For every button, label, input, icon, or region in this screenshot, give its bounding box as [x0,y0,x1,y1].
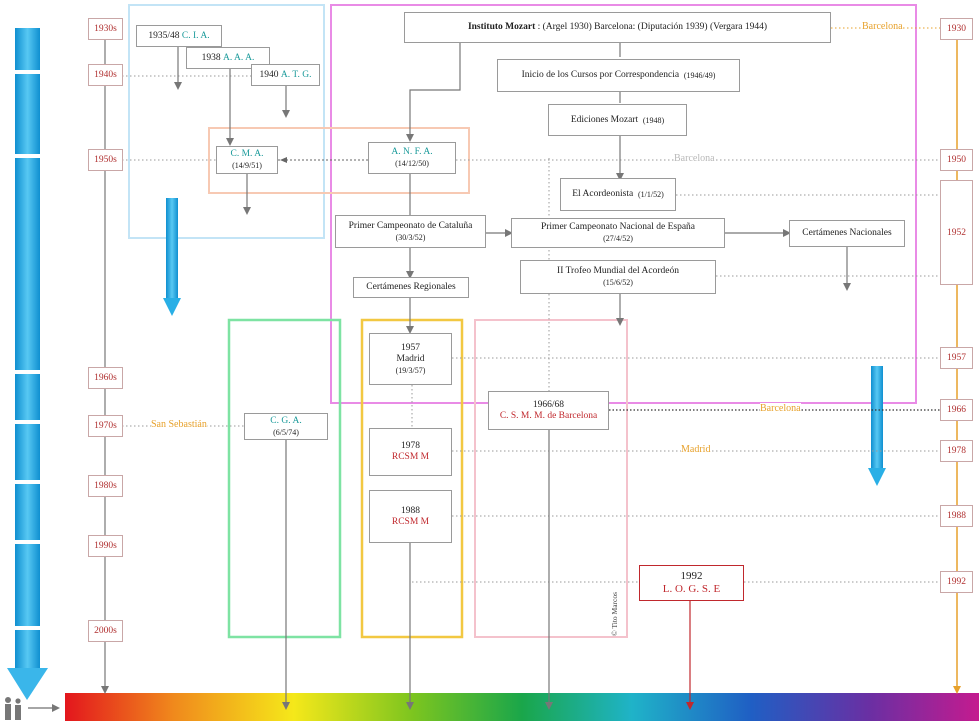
box-certamenes-nacionales: Certámenes Nacionales [789,220,905,247]
anfa-date: (14/12/50) [395,159,429,168]
box-campeonato-cataluna: Primer Campeonato de Cataluña (30/3/52) [335,215,486,248]
campeonato-cat-text: Primer Campeonato de Cataluña [348,220,473,231]
cia-name: C. I. A. [181,30,210,41]
box-csmm-barcelona: 1966/68 C. S. M. M. de Barcelona [488,391,609,430]
box-certamenes-regionales: Certámenes Regionales [353,277,469,298]
year-label: 1978 [940,440,973,462]
box-cursos: Inicio de los Cursos por Correspondencia… [497,59,740,92]
decade-label: 1970s [88,415,123,437]
campeonato-esp-date: (27/4/52) [603,234,633,243]
decade-label: 1960s [88,367,123,389]
place-madrid-1978: Madrid [681,444,711,455]
mozart-detail: : (Argel 1930) Barcelona: (Diputación 19… [535,22,768,32]
decade-label: 1980s [88,475,123,497]
decade-label: 1990s [88,535,123,557]
trofeo-date: (15/6/52) [603,278,633,287]
decade-label: 2000s [88,620,123,642]
box-anfa: A. N. F. A. (14/12/50) [368,142,456,174]
madrid1957-year: 1957 [401,342,420,353]
box-atg: 1940 A. T. G. [251,64,320,86]
ediciones-date: (1948) [642,115,665,125]
cga-name: C. G. A. [270,415,302,426]
campeonato-cat-date: (30/3/52) [395,232,426,242]
box-trofeo-mundial: II Trofeo Mundial del Acordeón (15/6/52) [520,260,716,294]
year-label: 1988 [940,505,973,527]
decade-label: 1930s [88,18,123,40]
year-label: 1950 [940,149,973,171]
rcsm88-name: RCSM M [391,516,430,527]
logse-name: L. O. G. S. E [662,583,721,595]
anfa-name: A. N. F. A. [391,147,433,157]
cma-date: (14/9/51) [232,161,262,170]
place-barcelona-top: Barcelona [862,21,903,32]
year-label: 1930 [940,18,973,40]
rainbow-timeline-bar [65,693,979,721]
cma-name: C. M. A. [230,149,264,159]
madrid1957-city: Madrid [396,353,425,364]
box-ediciones: Ediciones Mozart (1948) [548,104,687,136]
left-time-bar [7,28,48,700]
box-aaa: 1938 A. A. A. [186,47,270,69]
trofeo-text: II Trofeo Mundial del Acordeón [557,266,679,276]
cia-year: 1935/48 [148,30,180,41]
acordeonista-date: (1/1/52) [637,190,664,199]
year-label: 1992 [940,571,973,593]
year-label: 1957 [940,347,973,369]
place-san-sebastian: San Sebastián [151,419,207,430]
box-cga: C. G. A. (6/5/74) [244,413,328,440]
box-acordeonista: El Acordeonista (1/1/52) [560,178,676,211]
box-campeonato-espana: Primer Campeonato Nacional de España (27… [511,218,725,248]
cursos-date: (1946/49) [683,71,716,80]
atg-year: 1940 [259,69,279,80]
year-label: 1966 [940,399,973,421]
decade-label: 1950s [88,149,123,171]
box-rcsm-1988: 1988 RCSM M [369,490,452,543]
csmm-year: 1966/68 [532,399,565,410]
ediciones-text: Ediciones Mozart [570,114,639,125]
box-rcsm-1978: 1978 RCSM M [369,428,452,476]
campeonato-esp-text: Primer Campeonato Nacional de España [540,222,696,232]
logse-year: 1992 [680,570,703,582]
place-barcelona-1966: Barcelona [760,403,801,414]
cga-date: (6/5/74) [273,427,299,437]
madrid1957-date: (19/3/57) [395,365,426,375]
box-madrid-1957: 1957 Madrid (19/3/57) [369,333,452,385]
box-cia: 1935/48 C. I. A. [136,25,222,47]
people-icon [5,697,21,720]
copyright-text: © Tito Marcos [610,591,619,636]
place-barcelona-1950: Barcelona [674,153,715,164]
box-cma: C. M. A. (14/9/51) [216,146,278,174]
aaa-year: 1938 [201,52,221,63]
certamenes-reg-text: Certámenes Regionales [366,282,456,292]
rcsm88-year: 1988 [401,505,420,516]
cursos-text: Inicio de los Cursos por Correspondencia [521,70,680,80]
box-instituto-mozart: Instituto Mozart : (Argel 1930) Barcelon… [404,12,831,43]
decade-label: 1940s [88,64,123,86]
atg-name: A. T. G. [280,69,312,80]
csmm-name: C. S. M. M. de Barcelona [499,410,598,421]
acordeonista-text: El Acordeonista [572,189,634,199]
certamenes-nac-text: Certámenes Nacionales [802,228,892,238]
box-logse-1992: 1992 L. O. G. S. E [639,565,744,601]
rcsm78-year: 1978 [401,441,420,451]
rcsm78-name: RCSM M [391,452,430,462]
year-label: 1952 [940,180,973,285]
aaa-name: A. A. A. [222,52,255,63]
mozart-title: Instituto Mozart [467,22,536,32]
